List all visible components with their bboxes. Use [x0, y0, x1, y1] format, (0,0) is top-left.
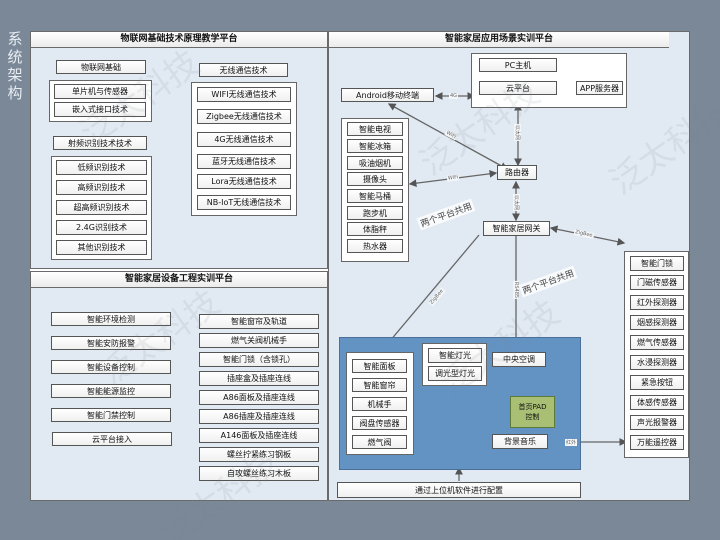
config-software-bar: 通过上位机软件进行配置 — [337, 482, 581, 498]
wireless-group: WIFI无线通信技术 Zigbee无线通信技术 4G无线通信技术 蓝牙无线通信技… — [191, 82, 297, 216]
background-music: 背景音乐 — [492, 434, 548, 449]
wifi-device: 智能马桶 — [347, 189, 403, 203]
control-items-group: 智能面板 智能窗帘 机械手 阀盘传感器 燃气阀 — [346, 352, 414, 455]
side-title-char: 统 — [7, 48, 23, 66]
link-label-4g: 4G — [449, 93, 459, 99]
right-item: A86插座及插座连线 — [199, 409, 319, 424]
side-title-char: 系 — [7, 30, 23, 48]
sensor-item: 红外探测器 — [630, 295, 684, 310]
right-item: 螺丝拧紧练习钢板 — [199, 447, 319, 462]
control-item: 燃气阀 — [352, 435, 407, 449]
side-title-char: 构 — [7, 84, 23, 102]
app-server: APP服务器 — [576, 81, 623, 95]
control-item: 阀盘传感器 — [352, 416, 407, 430]
right-item: 燃气关阀机械手 — [199, 333, 319, 348]
right-item: A86面板及插座连线 — [199, 390, 319, 405]
pad-control: 首页PAD 控制 — [510, 396, 555, 428]
wifi-device: 摄像头 — [347, 172, 403, 186]
android-terminal: Android移动终端 — [341, 88, 434, 102]
group-item: 低频识别技术 — [56, 160, 147, 175]
group-item: NB-IoT无线通信技术 — [197, 195, 291, 210]
wireless-header: 无线通信技术 — [199, 63, 288, 77]
central-ac: 中央空调 — [492, 352, 546, 367]
engineering-panel-title: 智能家居设备工程实训平台 — [31, 272, 327, 288]
sensor-item: 声光报警器 — [630, 415, 684, 430]
iot-teaching-panel: 物联网基础技术原理教学平台 物联网基础 单片机与传感器 嵌入式接口技术 射频识别… — [30, 31, 328, 269]
control-item: 智能面板 — [352, 359, 407, 373]
control-item: 智能窗帘 — [352, 378, 407, 392]
group-item: 单片机与传感器 — [54, 84, 146, 99]
wifi-device: 体脂秤 — [347, 222, 403, 236]
group-item: WIFI无线通信技术 — [197, 87, 291, 102]
lighting-item: 智能灯光 — [428, 348, 482, 363]
iot-panel-title: 物联网基础技术原理教学平台 — [31, 32, 327, 48]
group-item: Zigbee无线通信技术 — [197, 109, 291, 124]
left-item: 智能环境检测 — [51, 312, 171, 326]
left-item: 智能门禁控制 — [51, 408, 171, 422]
link-label-ethernet-gateway: 以太网 — [513, 193, 521, 212]
sensor-item: 水浸探测器 — [630, 355, 684, 370]
sensors-group: 智能门锁 门磁传感器 红外探测器 烟感探测器 燃气传感器 水浸探测器 紧急按钮 … — [624, 251, 689, 458]
wifi-device: 吸油烟机 — [347, 156, 403, 170]
left-item: 云平台接入 — [52, 432, 172, 446]
sensor-item: 烟感探测器 — [630, 315, 684, 330]
iot-basic-group: 单片机与传感器 嵌入式接口技术 — [49, 80, 152, 122]
left-item: 智能能源监控 — [51, 384, 171, 398]
architecture-board: 物联网基础技术原理教学平台 物联网基础 单片机与传感器 嵌入式接口技术 射频识别… — [30, 31, 690, 501]
application-scenario-panel: 智能家居应用场景实训平台 — [328, 31, 690, 501]
control-area: 智能面板 智能窗帘 机械手 阀盘传感器 燃气阀 智能灯光 调光型灯光 中央空调 … — [339, 337, 581, 470]
group-item: 2.4G识别技术 — [56, 220, 147, 235]
right-item: A146面板及插座连线 — [199, 428, 319, 443]
control-item: 机械手 — [352, 397, 407, 411]
sensor-item: 智能门锁 — [630, 256, 684, 271]
side-title-char: 架 — [7, 66, 23, 84]
right-item: 智能窗帘及轨道 — [199, 314, 319, 329]
group-item: 嵌入式接口技术 — [54, 102, 146, 117]
right-item: 插座盒及插座连线 — [199, 371, 319, 386]
smart-home-gateway: 智能家居网关 — [483, 221, 550, 236]
link-gateway-control — [378, 234, 480, 355]
right-item: 自攻螺丝练习木板 — [199, 466, 319, 481]
wifi-device: 智能电视 — [347, 122, 403, 136]
rfid-group: 低频识别技术 高频识别技术 超高频识别技术 2.4G识别技术 其他识别技术 — [51, 156, 152, 260]
cloud-group: PC主机 云平台 APP服务器 — [471, 53, 627, 108]
group-item: Lora无线通信技术 — [197, 174, 291, 189]
link-label-ethernet-cloud: 以太网 — [514, 123, 522, 142]
left-item: 智能设备控制 — [51, 360, 171, 374]
engineering-training-panel: 智能家居设备工程实训平台 智能环境检测 智能安防报警 智能设备控制 智能能源监控… — [30, 271, 328, 501]
iot-basic-header: 物联网基础 — [56, 60, 146, 74]
sensor-item: 万能遥控器 — [630, 435, 684, 450]
pc-host: PC主机 — [479, 58, 557, 72]
link-label-ir: 红外 — [565, 439, 578, 446]
sensor-item: 体感传感器 — [630, 395, 684, 410]
router: 路由器 — [497, 165, 537, 180]
app-panel-title: 智能家居应用场景实训平台 — [329, 32, 669, 48]
pad-label-line: 首页PAD — [518, 403, 547, 411]
group-item: 超高频识别技术 — [56, 200, 147, 215]
lighting-group: 智能灯光 调光型灯光 — [422, 343, 487, 386]
cloud-platform: 云平台 — [479, 81, 557, 95]
wifi-devices-group: 智能电视 智能冰箱 吸油烟机 摄像头 智能马桶 跑步机 体脂秤 热水器 — [341, 118, 409, 262]
right-item: 智能门锁（含锁孔） — [199, 352, 319, 367]
link-label-rs485: RS485 — [513, 280, 520, 300]
side-title: 系 统 架 构 — [6, 30, 24, 102]
group-item: 蓝牙无线通信技术 — [197, 154, 291, 169]
wifi-device: 智能冰箱 — [347, 139, 403, 153]
group-item: 高频识别技术 — [56, 180, 147, 195]
sensor-item: 紧急按钮 — [630, 375, 684, 390]
wifi-device: 跑步机 — [347, 206, 403, 220]
pad-label-line: 控制 — [525, 413, 540, 421]
group-item: 4G无线通信技术 — [197, 132, 291, 147]
group-item: 其他识别技术 — [56, 240, 147, 255]
lighting-item: 调光型灯光 — [428, 366, 482, 381]
sensor-item: 门磁传感器 — [630, 275, 684, 290]
wifi-device: 热水器 — [347, 239, 403, 253]
left-item: 智能安防报警 — [51, 336, 171, 350]
sensor-item: 燃气传感器 — [630, 335, 684, 350]
rfid-header: 射频识别技术技术 — [53, 136, 147, 150]
